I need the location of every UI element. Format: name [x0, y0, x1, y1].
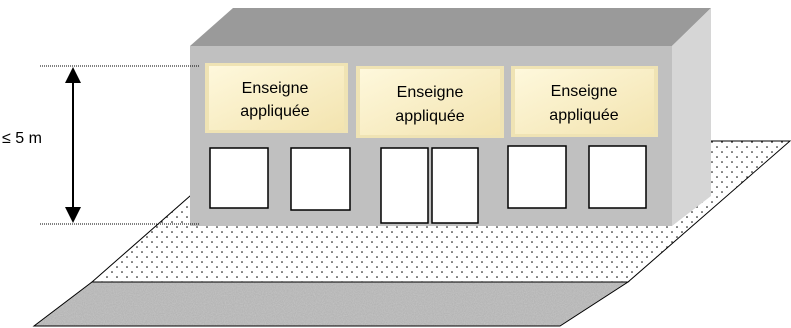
sign-2-line2: appliquée [395, 108, 465, 125]
sign-1-line2: appliquée [240, 103, 310, 120]
building-side [672, 8, 711, 226]
window-3 [507, 145, 567, 209]
sign-1: Enseigne appliquée [205, 63, 348, 133]
sign-3-line2: appliquée [549, 107, 619, 124]
window-4 [588, 145, 647, 209]
height-dimension: ≤ 5 m [2, 65, 200, 225]
height-label: ≤ 5 m [2, 130, 42, 147]
window-2 [290, 147, 351, 211]
sign-2: Enseigne appliquée [356, 66, 504, 138]
door-right [431, 147, 479, 224]
door-left [380, 147, 429, 224]
sign-2-line1: Enseigne [397, 84, 464, 101]
openings [209, 145, 647, 224]
road [32, 281, 630, 327]
sign-3: Enseigne appliquée [511, 66, 658, 137]
sign-3-line1: Enseigne [551, 83, 618, 100]
window-1 [209, 147, 269, 209]
building-roof [190, 8, 711, 46]
double-arrow-icon [65, 67, 81, 223]
sign-1-line1: Enseigne [242, 80, 309, 97]
